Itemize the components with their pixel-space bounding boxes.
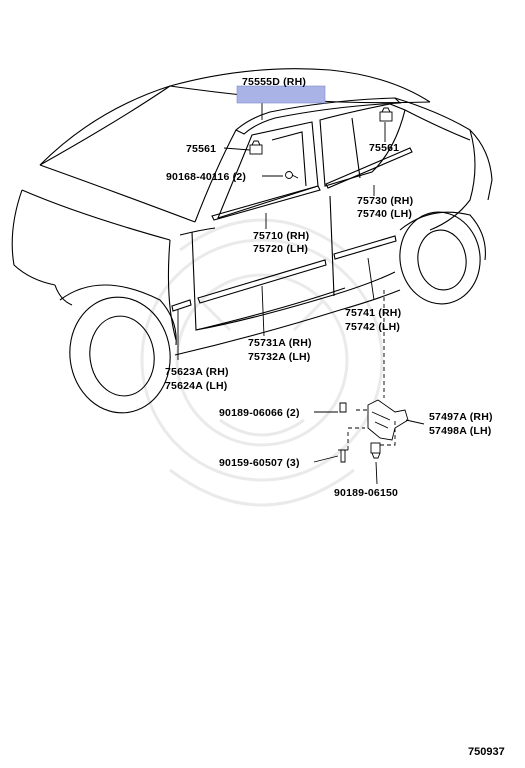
label-75731a: 75731A (RH): [248, 337, 312, 349]
label-75741: 75741 (RH): [345, 307, 401, 319]
screw-front: [285, 171, 299, 179]
belt-molding-front: [211, 185, 321, 221]
car-body: [11, 68, 493, 414]
label-75720: 75720 (LH): [253, 243, 308, 255]
highlight-box: [236, 85, 326, 104]
guide-lines: [347, 290, 396, 450]
side-molding-rear: [333, 235, 397, 260]
clip-right: [379, 107, 393, 122]
label-75623a: 75623A (RH): [165, 366, 229, 378]
label-75742: 75742 (LH): [345, 321, 400, 333]
label-90159-60507: 90159-60507 (3): [219, 457, 300, 469]
label-75561-left: 75561: [186, 143, 216, 155]
label-75732a: 75732A (LH): [248, 351, 311, 363]
bracket-assembly: [338, 399, 409, 463]
clip-left: [249, 140, 263, 155]
label-75730: 75730 (RH): [357, 195, 413, 207]
label-75710: 75710 (RH): [253, 230, 309, 242]
roof-molding: [235, 97, 402, 135]
moldings: [171, 147, 413, 312]
fender-molding: [171, 299, 192, 312]
label-90168-40116: 90168-40116 (2): [166, 171, 246, 183]
watermark-emblem: [140, 218, 384, 507]
label-90189-06066: 90189-06066 (2): [219, 407, 300, 419]
label-75555d: 75555D (RH): [242, 76, 306, 88]
label-75624a: 75624A (LH): [165, 380, 228, 392]
label-75561-right: 75561: [369, 142, 399, 154]
belt-molding-rear: [325, 147, 413, 189]
side-molding-front: [197, 259, 327, 304]
label-57498a: 57498A (LH): [429, 425, 492, 437]
label-90189-06150: 90189-06150: [334, 487, 398, 499]
label-75740: 75740 (LH): [357, 208, 412, 220]
label-57497a: 57497A (RH): [429, 411, 493, 423]
figure-number: 750937: [468, 746, 505, 758]
